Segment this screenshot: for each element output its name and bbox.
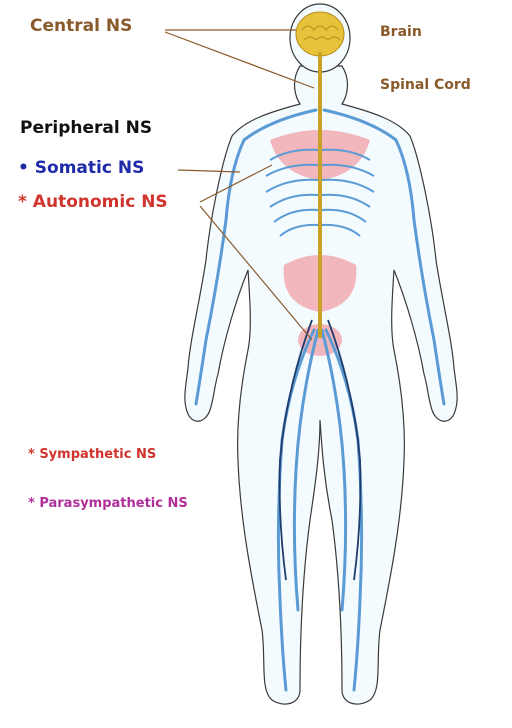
brain-shape xyxy=(295,11,345,57)
parasympathetic-ns-label: * Parasympathetic NS xyxy=(28,496,188,511)
brain-label: Brain xyxy=(380,24,422,40)
peripheral-ns-label: Peripheral NS xyxy=(20,118,153,138)
pointer-lines xyxy=(164,29,315,341)
ribs xyxy=(265,148,375,237)
nerves xyxy=(194,108,446,692)
somatic-ns-label: • Somatic NS xyxy=(18,158,145,178)
sympathetic-ns-label: * Sympathetic NS xyxy=(28,447,157,462)
autonomic-ns-label: * Autonomic NS xyxy=(18,192,168,212)
deep-nerves xyxy=(278,319,362,581)
central-ns-label: Central NS xyxy=(30,16,133,36)
spinal-cord-label: Spinal Cord xyxy=(380,77,471,93)
